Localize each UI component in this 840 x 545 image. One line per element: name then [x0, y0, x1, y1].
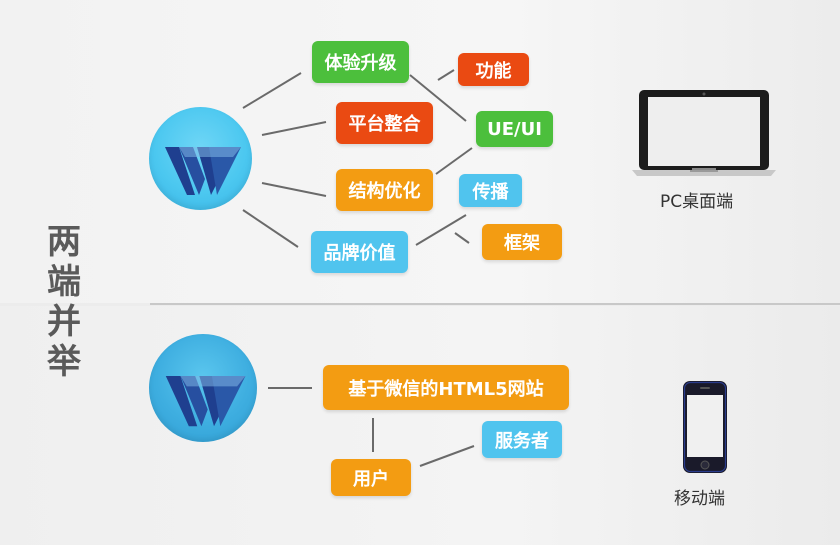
node-ue-ui: UE/UI	[476, 111, 553, 147]
connector-experience-ueui	[409, 74, 467, 122]
side-title-char: 并	[47, 302, 81, 342]
laptop-icon	[632, 90, 776, 176]
node-experience-upgrade: 体验升级	[312, 41, 409, 83]
side-title: 两 端 并 举	[42, 222, 86, 382]
node-platform-integration: 平台整合	[336, 102, 433, 144]
node-framework: 框架	[482, 224, 562, 260]
connector-logo-platform	[261, 121, 327, 136]
connector-brand-spread	[415, 214, 467, 246]
w-logo-icon	[165, 375, 246, 427]
side-title-char: 举	[47, 342, 81, 382]
logo-mobile	[149, 334, 257, 442]
side-title-char: 两	[47, 222, 81, 262]
phone-icon	[683, 381, 727, 473]
w-logo-icon	[165, 147, 241, 195]
connector-function	[437, 69, 455, 81]
node-structure-optimization: 结构优化	[336, 169, 433, 211]
pc-device-label: PC桌面端	[660, 192, 734, 212]
section-divider	[150, 303, 840, 305]
connector-framework	[454, 232, 470, 244]
node-user: 用户	[331, 459, 411, 496]
connector-logo-brand	[242, 209, 299, 248]
connector-logo-structure	[261, 182, 327, 197]
node-html5-website: 基于微信的HTML5网站	[323, 365, 569, 410]
connector-logo-experience	[242, 72, 302, 109]
node-spread: 传播	[459, 174, 522, 207]
node-function: 功能	[458, 53, 529, 86]
connector-user-service	[419, 445, 475, 467]
mobile-device-label: 移动端	[674, 489, 725, 509]
logo-pc	[149, 107, 252, 210]
node-service-provider: 服务者	[482, 421, 562, 458]
node-brand-value: 品牌价值	[311, 231, 408, 273]
connector-structure-ueui	[435, 147, 473, 175]
side-title-char: 端	[47, 262, 81, 302]
